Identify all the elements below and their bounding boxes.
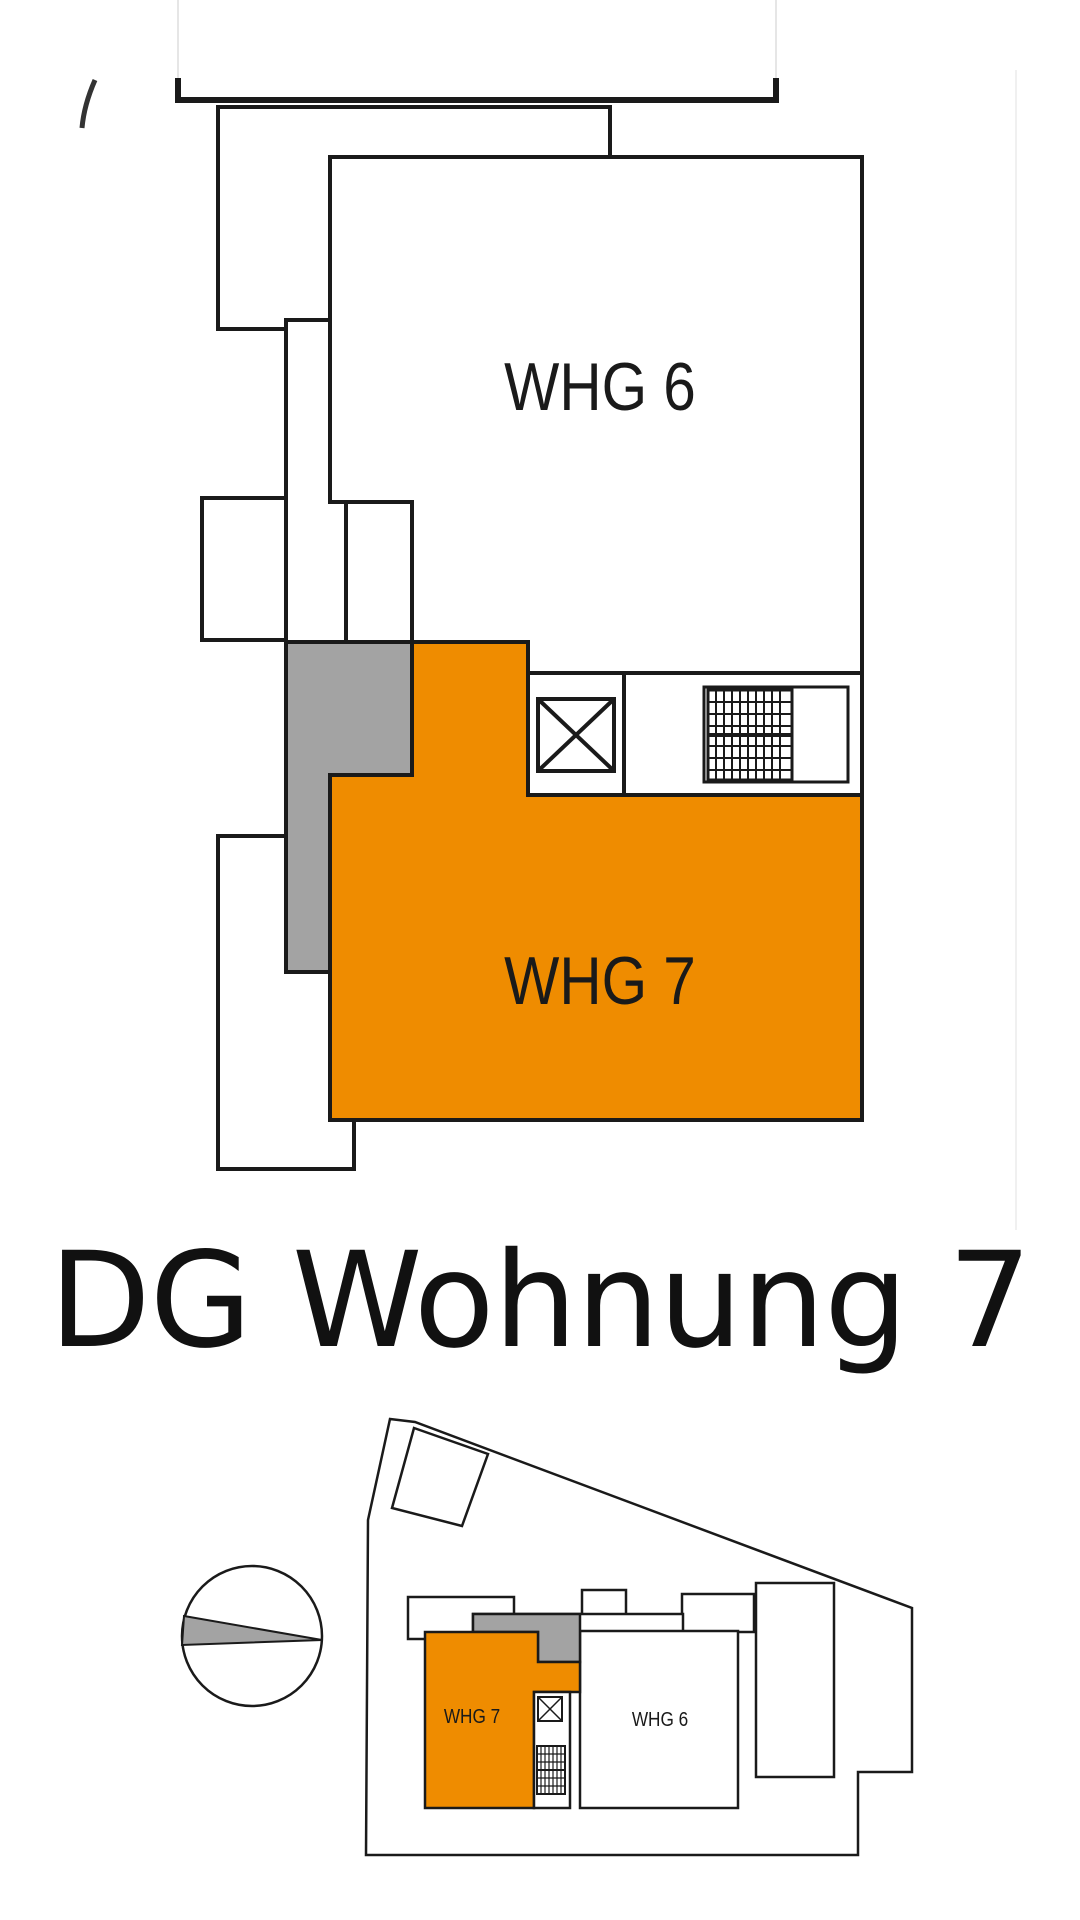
- plan-title: DG Wohnung 7: [49, 1224, 1032, 1378]
- whg6-label: WHG 6: [504, 350, 696, 425]
- site-building-right: [754, 1581, 836, 1779]
- site-stairs-icon: [536, 1745, 566, 1795]
- site-elevator-cross: [537, 1696, 563, 1722]
- sheet-edge: [79, 78, 98, 129]
- site-plan: WHG 7 WHG 6: [180, 1417, 914, 1857]
- site-building-tilted: [390, 1426, 490, 1528]
- whg7-label: WHG 7: [504, 944, 696, 1019]
- stairs-icon: [706, 688, 794, 782]
- elevator-cross: [536, 697, 616, 773]
- site-whg7-label: WHG 7: [444, 1705, 500, 1728]
- top-wall: [175, 78, 779, 103]
- main-floor-plan: WHG 6 WHG 7: [79, 0, 1017, 1230]
- site-unit-whg7: [423, 1630, 582, 1810]
- site-annex: [680, 1592, 756, 1634]
- site-whg6-label: WHG 6: [632, 1708, 688, 1731]
- sun-orientation-wedge: [180, 1614, 323, 1647]
- annex-side-box: [200, 496, 288, 642]
